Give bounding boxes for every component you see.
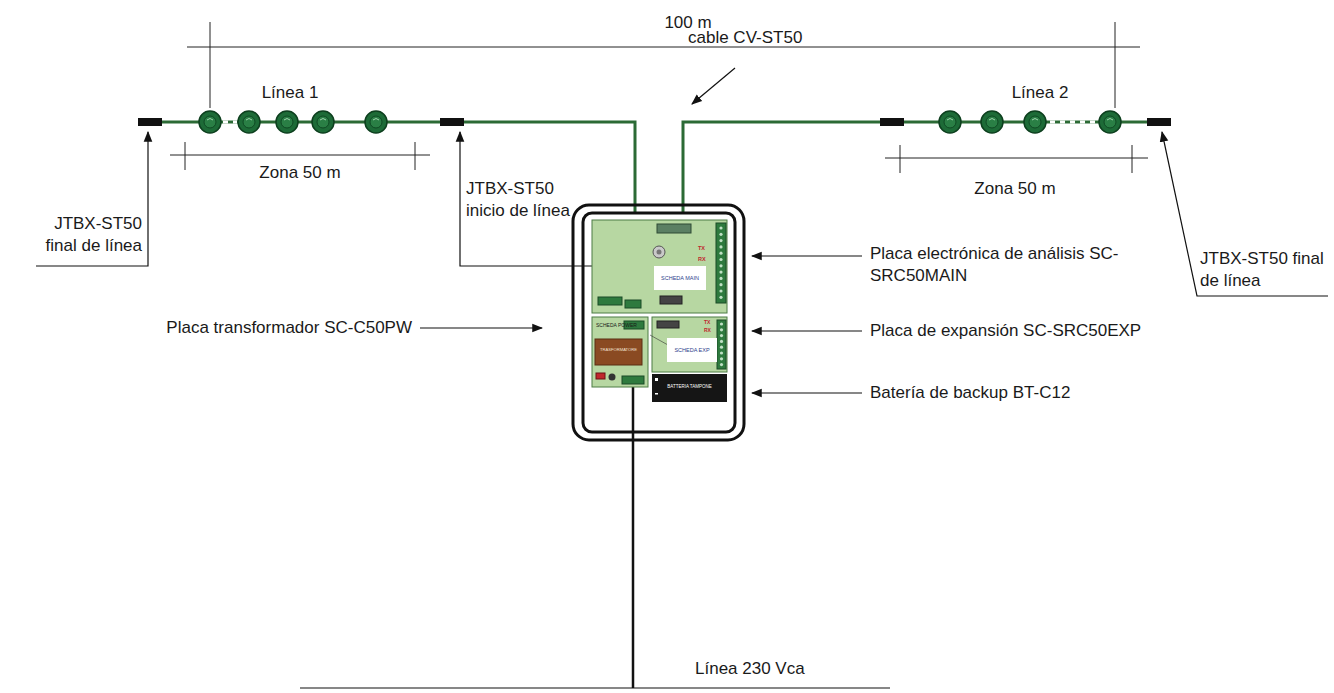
- dimension-line: [187, 22, 1140, 108]
- line-label: Línea 1: [250, 82, 330, 104]
- mains-line: [300, 687, 890, 688]
- part-label: Placa transformador SC-C50PW: [90, 317, 412, 339]
- board-text: TX: [704, 320, 710, 326]
- junction-label: JTBX-ST50 inicio de línea: [466, 178, 570, 222]
- control-enclosure: [573, 205, 744, 440]
- battery-body: [652, 374, 727, 402]
- board-detail: [596, 223, 726, 395]
- junction-label: JTBX-ST50 final de línea: [20, 213, 142, 257]
- zone-label: Zona 50 m: [955, 178, 1075, 200]
- expansion-board: TX RX SCHEDA EXP: [652, 317, 727, 372]
- leader-line: [36, 68, 1328, 393]
- cable-label: cable CV-ST50: [688, 27, 838, 49]
- part-label: Placa electrónica de análisis SC-SRC50MA…: [870, 243, 1160, 287]
- board-text: TX: [698, 245, 705, 251]
- transformer: TRASFORMATORE: [595, 339, 642, 365]
- zone-label: Zona 50 m: [240, 162, 360, 184]
- part-label: Batería de backup BT-C12: [870, 382, 1190, 404]
- junction-label: JTBX-ST50 final de línea: [1200, 248, 1330, 292]
- board-text: RX: [698, 256, 706, 262]
- board-text: SCHEDA POWER: [596, 323, 637, 329]
- terminal-screws: [719, 226, 723, 366]
- cable-gap: [223, 121, 1098, 124]
- power-board: SCHEDA POWER TRASFORMATORE: [592, 317, 648, 387]
- main-board: TX RX SCHEDA MAIN: [592, 220, 727, 313]
- line-label: Línea 2: [1000, 82, 1080, 104]
- backup-battery: BATTERIA TAMPONE: [652, 374, 727, 402]
- board-text: SCHEDA MAIN: [654, 266, 706, 290]
- sensor-cable: [150, 122, 1160, 212]
- supply-label: Línea 230 Vca: [695, 658, 895, 680]
- part-label: Placa de expansión SC-SRC50EXP: [870, 320, 1290, 342]
- transformer-body: [595, 339, 642, 365]
- board-text: RX: [704, 328, 711, 334]
- board-text: BATTERIA TAMPONE: [652, 385, 727, 390]
- mains-cable: [632, 386, 635, 688]
- circuit-board: [592, 220, 727, 387]
- board-text: SCHEDA EXP: [667, 338, 717, 362]
- board-text: TRASFORMATORE: [595, 348, 642, 353]
- sensor-symbol: [199, 111, 1121, 133]
